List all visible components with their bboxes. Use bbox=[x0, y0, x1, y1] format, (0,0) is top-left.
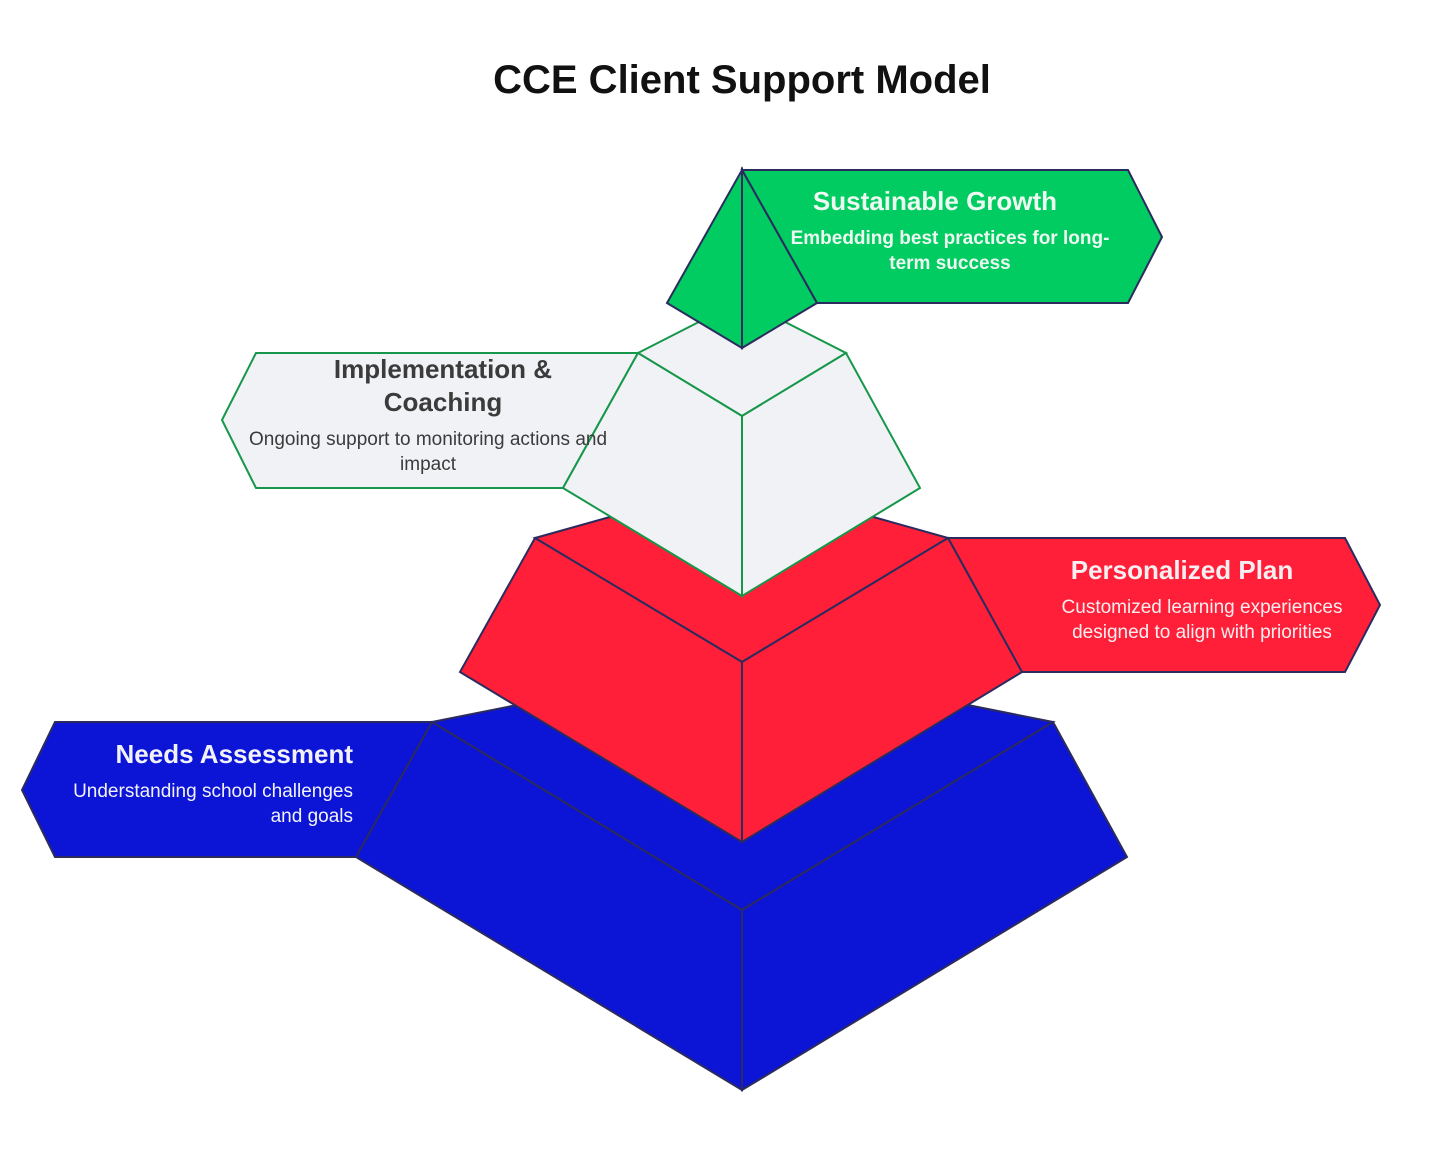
sustainable-growth-title: Sustainable Growth bbox=[812, 186, 1058, 216]
needs-assessment-description: Understanding school challenges and goal… bbox=[73, 781, 353, 827]
sustainable-growth-description: Embedding best practices for long-term s… bbox=[790, 228, 1110, 274]
level-sustainable-growth bbox=[665, 166, 1164, 350]
personalized-plan-description: Customized learning experiences designed… bbox=[1061, 597, 1343, 643]
needs-assessment-right-side bbox=[741, 720, 1129, 1092]
implementation-coaching-description: Ongoing support to monitoring actions an… bbox=[248, 429, 608, 475]
personalized-plan-label: Personalized Plan Customized learning ex… bbox=[1030, 554, 1374, 645]
implementation-coaching-label: Implementation & Coaching Ongoing suppor… bbox=[246, 353, 610, 477]
sustainable-growth-left-face bbox=[665, 166, 743, 350]
sustainable-growth-right-face bbox=[741, 166, 819, 350]
level-implementation-coaching bbox=[220, 298, 922, 598]
needs-assessment-title: Needs Assessment bbox=[115, 739, 354, 769]
personalized-plan-title: Personalized Plan bbox=[1070, 555, 1294, 585]
implementation-coaching-right-side bbox=[741, 351, 922, 598]
sustainable-growth-label: Sustainable Growth Embedding best practi… bbox=[780, 185, 1120, 276]
personalized-plan-right-side bbox=[741, 536, 1024, 844]
implementation-coaching-title: Implementation & Coaching bbox=[333, 354, 553, 417]
diagram-title: CCE Client Support Model bbox=[493, 58, 991, 102]
needs-assessment-label: Needs Assessment Understanding school ch… bbox=[40, 738, 353, 829]
